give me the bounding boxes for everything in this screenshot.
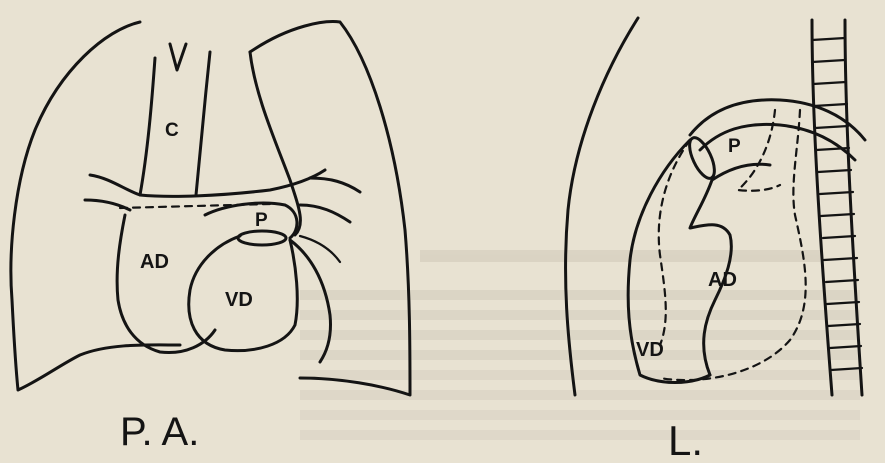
l-label-vd: VD (636, 339, 664, 361)
pa-panel: C P AD VD P. A. (11, 22, 410, 454)
pa-trachea-left-wall (140, 58, 155, 195)
pa-hilar-right-branch-lower (300, 205, 350, 222)
pa-label-c: C (165, 120, 179, 141)
pa-heart-left-wall (300, 236, 340, 262)
pa-label-ad: AD (140, 251, 169, 273)
pa-pulmonary-valve-ellipse (238, 231, 286, 245)
pa-hilar-right-branch-upper (310, 178, 360, 192)
pa-mediastinal-border (250, 52, 300, 235)
pa-caption: P. A. (120, 410, 199, 454)
pa-label-vd: VD (225, 289, 253, 311)
pa-trachea-mark (170, 44, 186, 70)
pa-label-p: P (255, 210, 268, 231)
l-label-ad: AD (708, 269, 737, 291)
bleed-through-background (300, 250, 860, 440)
pa-hilar-left-branch (85, 200, 130, 210)
l-caption: L. (668, 417, 703, 463)
pa-right-atrium-outline (117, 215, 215, 353)
pa-trachea-right-wall (196, 52, 210, 195)
l-dashed-upper (738, 110, 780, 191)
l-label-p: P (728, 136, 741, 157)
l-aortic-arch-inner (700, 124, 855, 160)
l-pulmonary-artery-outline (712, 164, 770, 180)
l-aortic-arch-outer (690, 100, 865, 140)
